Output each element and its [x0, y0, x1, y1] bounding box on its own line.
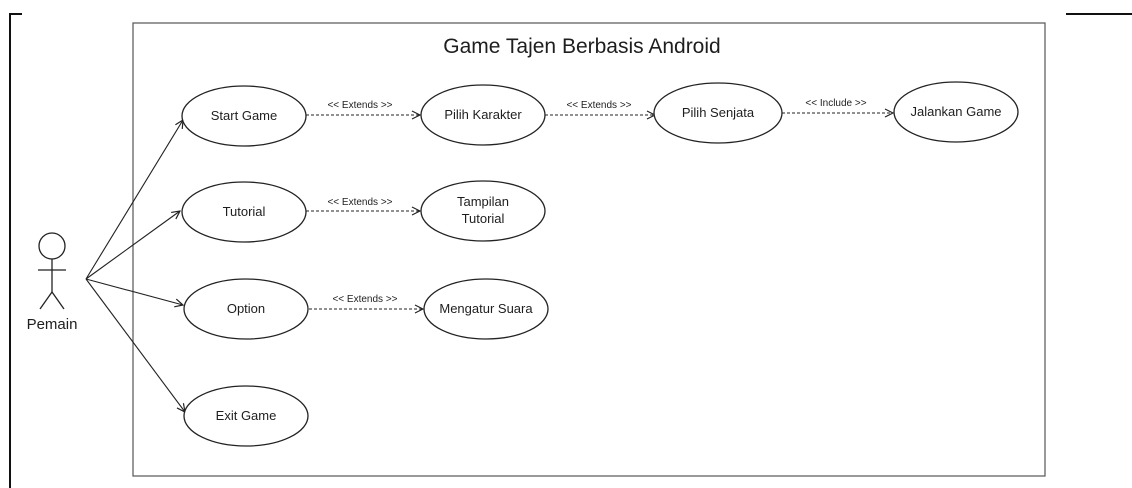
relation-label-option-suara: << Extends >> — [332, 294, 397, 305]
actor-label: Pemain — [27, 316, 78, 333]
use-case-pilih-karakter-label: Pilih Karakter — [444, 107, 522, 122]
use-case-option: Option — [183, 278, 309, 340]
actor-right-leg — [51, 291, 65, 310]
use-case-jalankan-game-ellipse — [893, 81, 1019, 143]
use-case-tampilan-tutorial-label-line1: Tampilan — [457, 194, 509, 209]
use-case-exit-game-ellipse — [183, 385, 309, 447]
system-title: Game Tajen Berbasis Android — [443, 35, 720, 58]
association-exit-game — [85, 278, 185, 412]
use-case-pilih-karakter-ellipse — [420, 84, 546, 146]
use-case-tutorial-label: Tutorial — [223, 204, 266, 219]
use-case-mengatur-suara-ellipse — [423, 278, 549, 340]
use-case-mengatur-suara: Mengatur Suara — [423, 278, 549, 340]
association-tutorial — [85, 211, 180, 280]
actor-left-leg — [39, 291, 53, 310]
left-frame-bracket — [9, 13, 22, 488]
use-case-option-ellipse — [183, 278, 309, 340]
relation-label-start-karakter: << Extends >> — [327, 100, 392, 111]
use-case-start-game-label: Start Game — [211, 108, 277, 123]
use-case-exit-game-label: Exit Game — [216, 408, 277, 423]
use-case-start-game-ellipse — [181, 85, 307, 147]
association-start-game — [85, 120, 183, 280]
actor-head — [38, 232, 66, 260]
use-case-exit-game: Exit Game — [183, 385, 309, 447]
use-case-option-label: Option — [227, 301, 265, 316]
use-case-tampilan-tutorial: Tampilan Tutorial — [420, 180, 546, 242]
use-case-pilih-senjata-label: Pilih Senjata — [682, 105, 755, 120]
use-case-tampilan-tutorial-ellipse — [420, 180, 546, 242]
actor-pemain: Pemain — [27, 232, 78, 333]
association-option — [85, 278, 183, 305]
use-case-mengatur-suara-label: Mengatur Suara — [439, 301, 533, 316]
use-case-tampilan-tutorial-label-line2: Tutorial — [462, 211, 505, 226]
use-case-start-game: Start Game — [181, 85, 307, 147]
relation-label-senjata-jalankan: << Include >> — [805, 98, 866, 109]
use-case-tutorial: Tutorial — [181, 181, 307, 243]
use-case-pilih-senjata-ellipse — [653, 82, 783, 144]
use-case-pilih-karakter: Pilih Karakter — [420, 84, 546, 146]
use-case-tutorial-ellipse — [181, 181, 307, 243]
relation-label-karakter-senjata: << Extends >> — [566, 100, 631, 111]
relation-label-tutorial-tampilan: << Extends >> — [327, 197, 392, 208]
use-case-jalankan-game: Jalankan Game — [893, 81, 1019, 143]
use-case-jalankan-game-label: Jalankan Game — [910, 104, 1001, 119]
use-case-pilih-senjata: Pilih Senjata — [653, 82, 783, 144]
